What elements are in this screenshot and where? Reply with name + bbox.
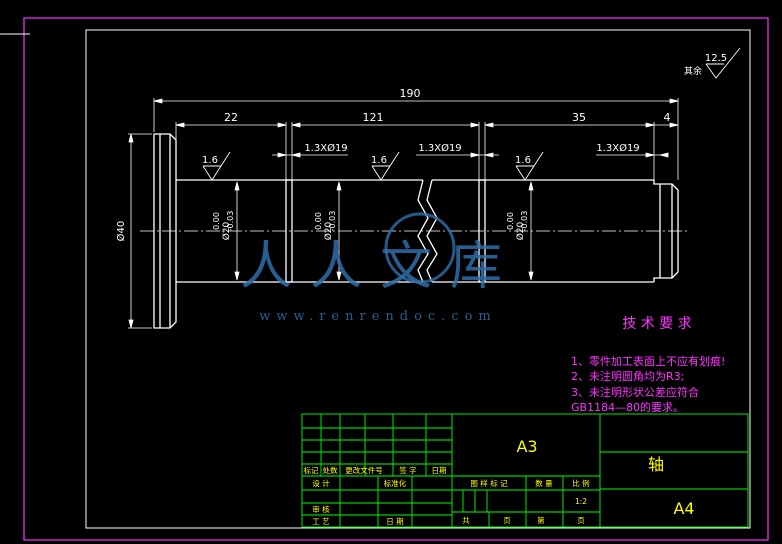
- break-line-right: [426, 179, 438, 283]
- dim-groove-right: 1.3XØ19: [596, 142, 639, 154]
- roughness-symbol-icon: [515, 151, 544, 181]
- label-number: 第: [537, 515, 545, 525]
- break-line-left: [417, 179, 429, 283]
- roughness-symbol-icon: [371, 151, 400, 181]
- label-stage-mark: 图 样 标 记: [470, 478, 508, 488]
- roughness-symbols: [202, 47, 741, 181]
- general-roughness-icon: [705, 47, 741, 79]
- watermark-text: 人人文库: [240, 237, 520, 297]
- rev-header-date: 日期: [432, 466, 447, 475]
- shaft-outline: [153, 133, 679, 329]
- tol-upper-2: 0.00: [314, 212, 323, 230]
- paper-size: A4: [673, 499, 694, 518]
- tol-lower-2: -0.03: [328, 211, 337, 232]
- tol-upper-3: 0.00: [506, 212, 515, 230]
- roughness-value-3: 1.6: [515, 155, 531, 166]
- dim-total-length: 190: [400, 87, 421, 100]
- label-review: 审 核: [312, 504, 330, 514]
- sheet-border: [23, 17, 769, 541]
- label-sheet-end: 页: [577, 516, 585, 525]
- rev-header-doc: 更改文件号: [345, 465, 383, 475]
- roughness-general-value: 12.5: [705, 53, 727, 64]
- dim-middle-segment: 121: [363, 111, 384, 124]
- tech-requirements-title: 技 术 要 求: [622, 316, 691, 332]
- dim-left-segment: 22: [224, 111, 238, 124]
- rev-header-sign: 签 字: [399, 465, 416, 475]
- roughness-general-label: 其余: [684, 65, 702, 77]
- label-date: 日 期: [386, 517, 403, 526]
- watermark-url: www.renrendoc.com: [259, 309, 497, 324]
- scale-value: 1:2: [575, 497, 587, 506]
- tol-lower-3: -0.03: [520, 211, 529, 232]
- dim-groove-left: 1.3XØ19: [304, 142, 347, 154]
- label-standardization: 标准化: [384, 478, 407, 488]
- dim-shaft-diameter-3: Ø20: [515, 221, 526, 240]
- dim-end-segment: 4: [664, 111, 671, 124]
- title-block-grid: [301, 413, 749, 528]
- dim-shaft-diameter-2: Ø20: [323, 221, 334, 240]
- tech-requirement-1: 1、零件加工表面上不应有划痕!: [571, 354, 725, 368]
- tol-lower-1: -0.03: [226, 211, 235, 232]
- watermark-logo-icon: [384, 212, 456, 284]
- roughness-symbol-icon: [202, 151, 231, 181]
- dimension-lines: [128, 98, 679, 329]
- roughness-value-1: 1.6: [202, 155, 218, 166]
- dim-flange-diameter: Ø40: [115, 221, 127, 242]
- label-sheet: 页: [503, 516, 511, 525]
- dim-groove-middle: 1.3XØ19: [418, 142, 461, 154]
- drawing-frame: [85, 29, 751, 529]
- dim-shaft-diameter-1: Ø20: [221, 221, 232, 240]
- tech-requirement-3: 3、未注明形状公差应符合: [571, 385, 699, 399]
- label-design: 设 计: [312, 478, 330, 488]
- part-name: 轴: [648, 455, 664, 474]
- dim-right-segment: 35: [572, 111, 586, 124]
- roughness-value-2: 1.6: [371, 155, 387, 166]
- label-quantity: 数 量: [535, 478, 553, 488]
- label-scale: 比 例: [572, 478, 589, 488]
- tol-upper-1: 0.00: [212, 212, 221, 230]
- rev-header-mark: 标记: [304, 465, 319, 475]
- shaft-diameter-labels: Ø20 0.00 -0.03 Ø20 0.00 -0.03 Ø20 0.00 -…: [212, 211, 529, 241]
- paper-size-center: A3: [516, 437, 537, 456]
- tech-requirement-4: GB1184—80的要求。: [571, 400, 684, 414]
- rev-header-count: 处数: [323, 465, 338, 475]
- label-total: 共: [462, 516, 470, 525]
- title-block-text: A3 轴 A4 标记 处数 更改文件号 签 字 日期 设 计 标准化 审 核 工…: [304, 437, 695, 526]
- label-process: 工 艺: [312, 517, 329, 526]
- watermark: 人人文库 www.renrendoc.com: [240, 212, 520, 324]
- tech-requirement-2: 2、未注明圆角均为R3;: [571, 369, 684, 383]
